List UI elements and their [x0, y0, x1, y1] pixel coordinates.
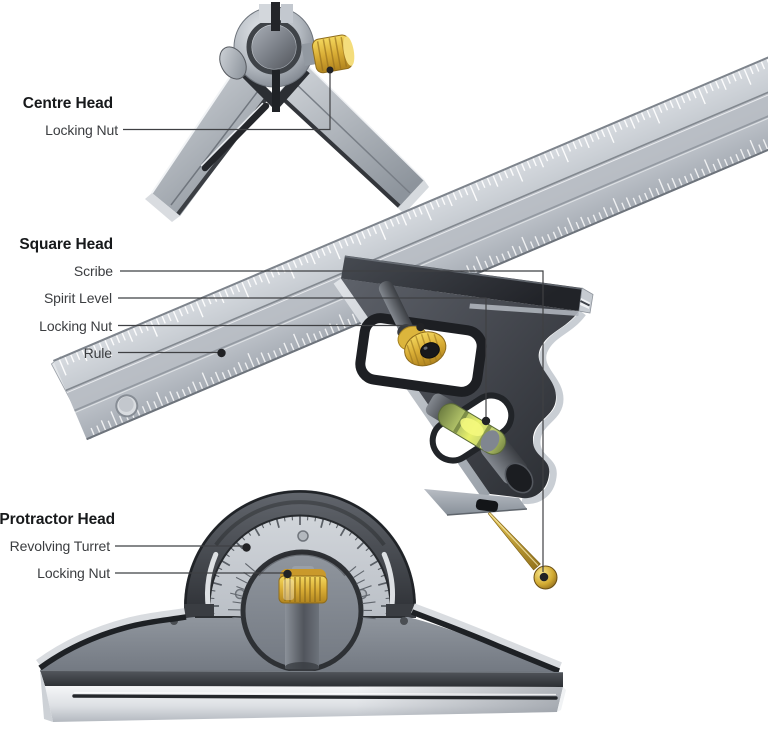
protractor-locking-nut [278, 566, 328, 604]
leader-dots [217, 66, 549, 582]
leader-lines [115, 72, 544, 574]
left-wing-rim [36, 608, 186, 669]
hub-boss [219, 46, 247, 80]
right-wing-edge [411, 609, 561, 674]
hub-notch-lug [259, 4, 271, 23]
band-slot [72, 694, 558, 700]
right-wing-rim [411, 603, 562, 672]
hub-slot [271, 2, 280, 31]
cylinder-end-disc [504, 462, 534, 494]
centre-head-illustration [145, 2, 429, 222]
scribe-assembly [424, 489, 558, 590]
square-head-locking-nut [397, 325, 447, 367]
protractor-bottom-band [39, 670, 566, 722]
square-head-rim [521, 310, 586, 505]
dial-screw [297, 530, 309, 542]
scribe-hole [475, 499, 499, 512]
square-head-stock [341, 255, 594, 316]
leader-spirit-level [118, 297, 487, 419]
hub-slot [272, 70, 280, 112]
protractor-head-illustration [36, 490, 566, 722]
leader-scribe [120, 270, 544, 572]
left-wing-edge [38, 614, 187, 671]
centre-head-right-leg [277, 62, 429, 214]
square-head-illustration [333, 255, 594, 590]
centre-head-locking-nut [301, 34, 355, 74]
base-screw [400, 617, 408, 625]
leader-centre-locking-nut [123, 72, 331, 131]
protractor-arch [184, 490, 416, 620]
rule-channel [65, 38, 768, 411]
rule-hanging-hole-shadow [118, 396, 134, 412]
centre-head-hub [219, 2, 315, 112]
spirit-level-bubble [460, 418, 484, 436]
spirit-level [425, 392, 534, 494]
hub-notch-lug [281, 4, 293, 23]
vial-collar [480, 430, 500, 452]
clamp-rod [378, 281, 414, 335]
rule-illustration [50, 8, 768, 441]
protractor-post [285, 597, 319, 669]
centre-head-left-leg [145, 67, 272, 222]
